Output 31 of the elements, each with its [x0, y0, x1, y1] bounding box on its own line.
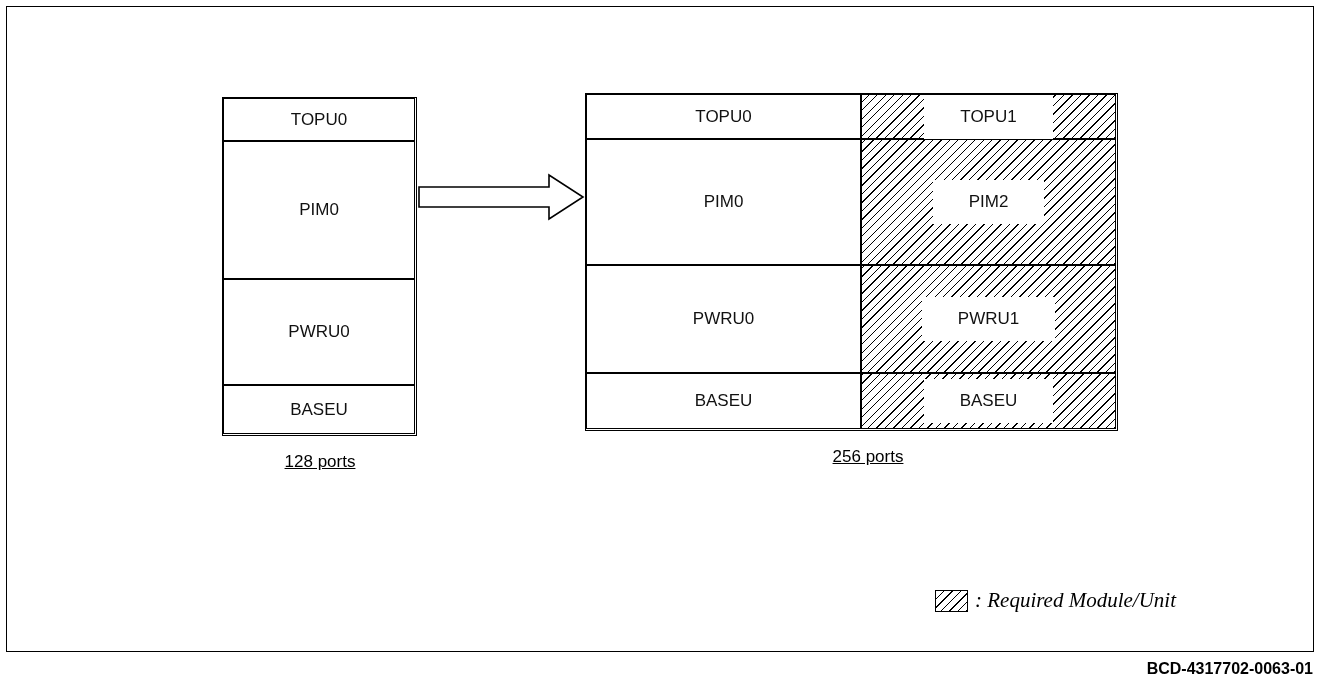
module-cell: [586, 139, 861, 265]
required-module-cell: [861, 94, 1116, 139]
document-number: BCD-4317702-0063-01: [1146, 660, 1313, 678]
module-stack: [222, 97, 417, 436]
port-count-caption: 256 ports: [832, 447, 904, 467]
module-cell: [586, 265, 861, 373]
module-label: BASEU: [289, 398, 349, 421]
module-cell: [223, 98, 415, 141]
module-label: TOPU0: [694, 105, 753, 128]
module-cell: [586, 94, 861, 139]
module-cell: [223, 279, 415, 385]
module-stack: [585, 93, 1118, 431]
module-label: PWRU0: [287, 321, 351, 343]
module-label: PWRU0: [691, 308, 756, 330]
port-count-caption: 128 ports: [284, 452, 356, 472]
required-module-cell: [861, 265, 1116, 373]
module-label: PWRU1: [921, 297, 1056, 341]
legend-label: : Required Module/Unit: [975, 588, 1176, 613]
module-label: PIM2: [932, 180, 1045, 224]
module-label: PIM0: [702, 191, 745, 213]
module-cell: [586, 373, 861, 429]
module-label: TOPU0: [289, 108, 349, 131]
module-label: BASEU: [693, 390, 754, 412]
module-cell: [223, 141, 415, 279]
module-cell: [223, 385, 415, 434]
module-label: BASEU: [923, 379, 1054, 423]
required-module-cell: [861, 139, 1116, 265]
block-arrow: [418, 173, 585, 221]
required-module-cell: [861, 373, 1116, 429]
module-label: TOPU1: [924, 94, 1053, 139]
module-label: PIM0: [298, 199, 340, 221]
